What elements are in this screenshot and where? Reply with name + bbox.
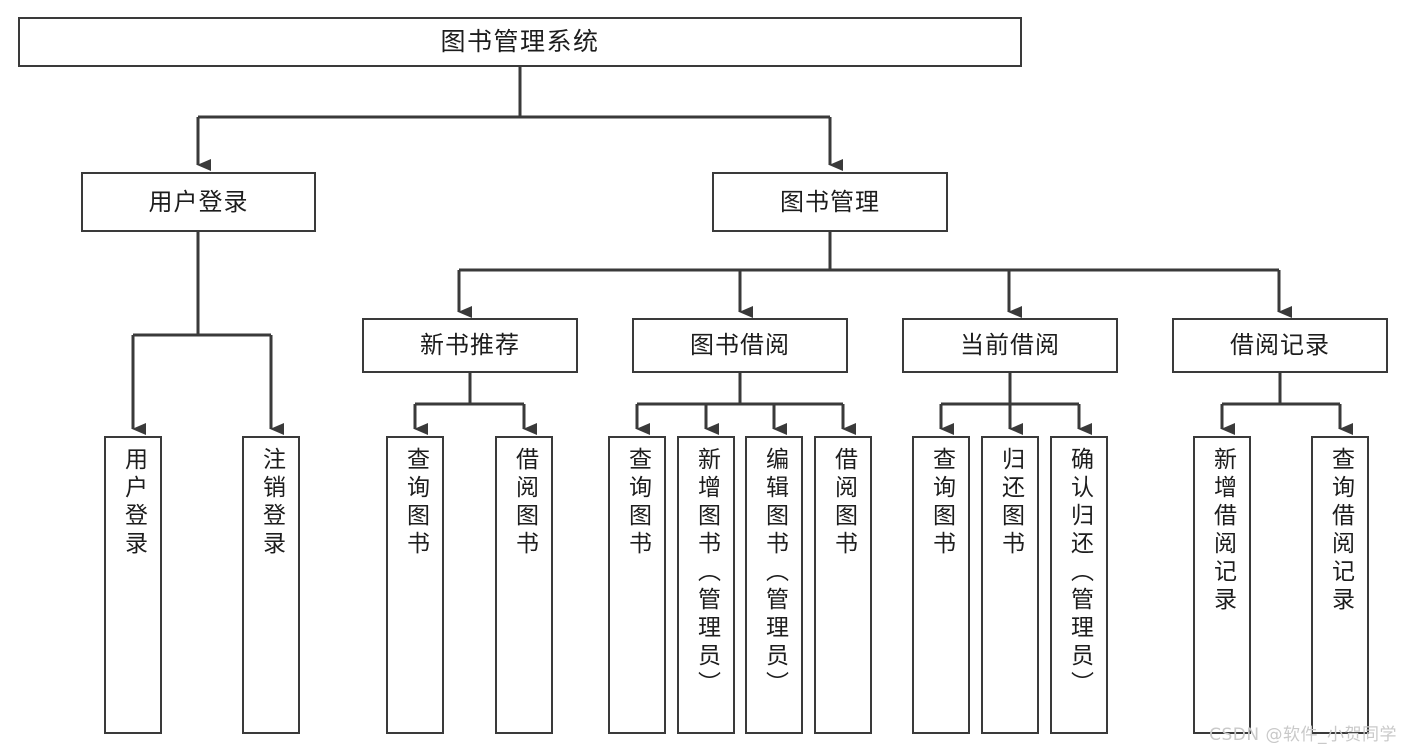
leaf-user-login-logout[interactable]: 注销登录 — [242, 436, 300, 734]
node-label: 用户登录 — [120, 447, 147, 559]
node-label: 借阅图书 — [830, 447, 857, 559]
node-label: 借阅图书 — [511, 447, 538, 559]
leaf-book-borrow-add[interactable]: 新增图书（管理员） — [677, 436, 735, 734]
node-label: 查询图书 — [624, 447, 651, 559]
node-label: 当前借阅 — [960, 331, 1060, 360]
watermark-csdn: CSDN @软件_小贺同学 — [1209, 725, 1397, 745]
node-label: 新增借阅记录 — [1209, 447, 1236, 615]
node-label: 查询图书 — [402, 447, 429, 559]
node-label: 图书管理 — [780, 187, 880, 216]
node-label: 查询图书 — [928, 447, 955, 559]
leaf-user-login-login[interactable]: 用户登录 — [104, 436, 162, 734]
leaf-book-borrow-borrow[interactable]: 借阅图书 — [814, 436, 872, 734]
node-label: 借阅记录 — [1230, 331, 1330, 360]
node-book-management[interactable]: 图书管理 — [712, 172, 948, 232]
node-borrow-record[interactable]: 借阅记录 — [1172, 318, 1388, 373]
node-book-borrow[interactable]: 图书借阅 — [632, 318, 848, 373]
node-label: 归还图书 — [997, 447, 1024, 559]
node-label: 查询借阅记录 — [1327, 447, 1354, 615]
node-user-login[interactable]: 用户登录 — [81, 172, 316, 232]
node-label: 编辑图书（管理员） — [761, 447, 788, 699]
leaf-new-book-query[interactable]: 查询图书 — [386, 436, 444, 734]
node-label: 新增图书（管理员） — [693, 447, 720, 699]
leaf-book-borrow-edit[interactable]: 编辑图书（管理员） — [745, 436, 803, 734]
leaf-current-borrow-query[interactable]: 查询图书 — [912, 436, 970, 734]
node-label: 图书管理系统 — [440, 27, 600, 56]
node-root-system[interactable]: 图书管理系统 — [18, 17, 1022, 67]
leaf-borrow-record-query[interactable]: 查询借阅记录 — [1311, 436, 1369, 734]
node-label: 图书借阅 — [690, 331, 790, 360]
node-label: 新书推荐 — [420, 331, 520, 360]
leaf-book-borrow-query[interactable]: 查询图书 — [608, 436, 666, 734]
leaf-current-borrow-return[interactable]: 归还图书 — [981, 436, 1039, 734]
node-label: 确认归还（管理员） — [1066, 447, 1093, 699]
leaf-new-book-borrow[interactable]: 借阅图书 — [495, 436, 553, 734]
node-label: 注销登录 — [258, 447, 285, 559]
leaf-borrow-record-add[interactable]: 新增借阅记录 — [1193, 436, 1251, 734]
leaf-current-borrow-confirm-return[interactable]: 确认归还（管理员） — [1050, 436, 1108, 734]
node-new-book-recommend[interactable]: 新书推荐 — [362, 318, 578, 373]
node-label: 用户登录 — [148, 187, 249, 216]
node-current-borrow[interactable]: 当前借阅 — [902, 318, 1118, 373]
